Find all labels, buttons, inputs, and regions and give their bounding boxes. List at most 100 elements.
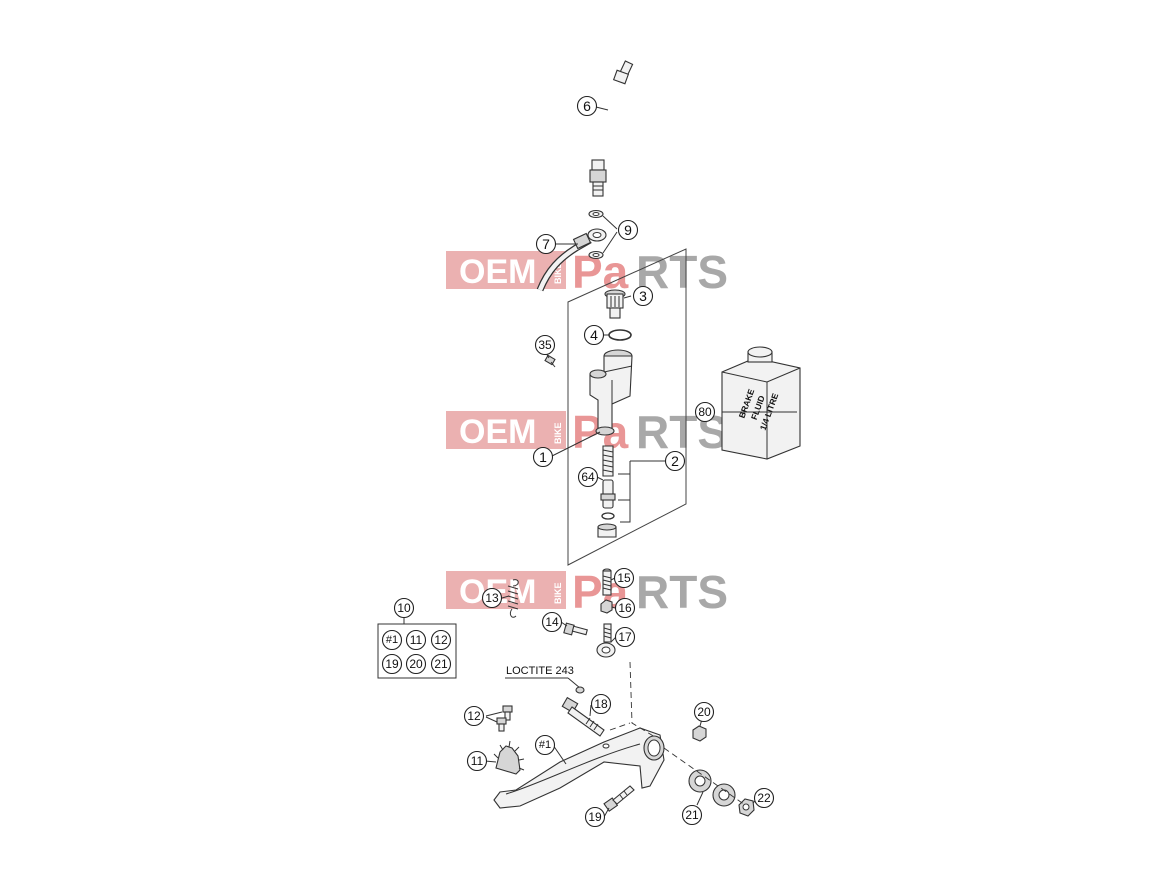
callout-14: 14 [541,611,563,633]
washer-pair [588,209,618,260]
svg-text:64: 64 [581,470,595,484]
callout-7: 7 [535,233,557,255]
callout-20: 20 [693,701,715,723]
brake-fluid-bottle: BRAKE FLUID 1/4 LITRE [721,346,801,460]
reservoir-connector [604,289,626,319]
kit-item-12: 12 [430,629,452,651]
watermark-bike-text: BIKE [553,582,563,604]
callout-21: 21 [681,804,703,826]
callout-3: 3 [632,285,654,307]
kit-item-19: 19 [381,653,403,675]
lock-nut [600,599,613,614]
callout-9: 9 [617,219,639,241]
kit-item-h1: #1 [381,629,403,651]
callout-22: 22 [753,787,775,809]
brake-pedal-lever [493,727,665,809]
lower-bolt [603,785,635,812]
watermark-oem-text: OEM [459,253,536,291]
watermark-bike-text: BIKE [553,422,563,444]
watermark-top: OEM BIKE Pa RTS [446,246,728,298]
kit-item-11: 11 [405,629,427,651]
watermark-rts-text: RTS [636,246,728,298]
svg-text:16: 16 [618,601,632,615]
svg-text:20: 20 [409,657,423,671]
svg-text:80: 80 [698,405,712,419]
svg-text:11: 11 [410,633,423,647]
callout-12: 12 [463,705,485,727]
pedal-nut [692,725,707,742]
watermark-bike-text: BIKE [553,262,563,284]
pedal-bearing [688,769,736,807]
watermark-middle: OEM BIKE Pa RTS [446,406,728,458]
assembly-line-right [629,661,656,738]
return-spring [507,579,519,618]
callout-16: 16 [614,597,636,619]
svg-text:7: 7 [542,236,550,252]
callout-80: 80 [694,401,716,423]
svg-text:20: 20 [697,705,711,719]
svg-text:1: 1 [539,449,547,465]
assembly-line-bearing [663,747,746,806]
callout-15: 15 [613,567,635,589]
svg-text:#1: #1 [539,739,551,751]
callout-10: 10 [393,597,415,619]
watermark-oem-text: OEM [459,413,536,451]
brake-hose [536,228,607,292]
pedal-cap-nut [738,798,755,817]
svg-text:10: 10 [397,601,411,615]
loctite-text: LOCTITE 243 [506,665,574,677]
svg-text:18: 18 [594,697,608,711]
master-cylinder-group-frame [567,248,687,566]
svg-text:15: 15 [617,571,631,585]
svg-text:9: 9 [624,222,632,238]
callout-4: 4 [583,324,605,346]
small-bolts [485,705,513,732]
svg-text:12: 12 [467,709,481,723]
piston-seal [601,512,615,520]
leader-lines [484,106,797,818]
assembly-line-pivot [609,722,631,731]
svg-text:14: 14 [545,615,559,629]
callout-19: 19 [584,806,606,828]
loctite-label: LOCTITE 243 [505,665,581,689]
callout-64: 64 [577,466,599,488]
svg-text:22: 22 [757,791,771,805]
callout-6: 6 [576,95,598,117]
callout-18: 18 [590,693,612,715]
watermark-rts-text: RTS [636,566,728,618]
clevis-bolt [563,622,588,636]
callout-17: 17 [614,626,636,648]
svg-text:19: 19 [588,810,602,824]
callout-h1: #1 [534,734,556,756]
kit-item-21: 21 [430,653,452,675]
svg-text:11: 11 [471,754,484,768]
brake-switch-cable [589,60,634,197]
clevis [596,623,616,658]
foot-step [493,740,525,775]
svg-text:2: 2 [671,453,679,469]
master-cylinder-body [589,349,633,436]
svg-text:19: 19 [385,657,399,671]
svg-text:12: 12 [434,633,448,647]
piston-kit [597,445,631,538]
pivot-bolt [561,686,605,737]
svg-text:6: 6 [583,98,591,114]
svg-text:17: 17 [618,630,632,644]
callout-2: 2 [664,450,686,472]
svg-text:21: 21 [434,657,448,671]
o-ring [608,329,632,341]
svg-text:4: 4 [590,327,598,343]
callout-11: 11 [466,750,488,772]
svg-text:35: 35 [538,338,552,352]
svg-text:21: 21 [685,808,699,822]
callout-1: 1 [532,446,554,468]
svg-text:13: 13 [485,591,499,605]
callout-35: 35 [534,334,556,356]
kit-item-20: 20 [405,653,427,675]
svg-text:3: 3 [639,288,647,304]
callout-13: 13 [481,587,503,609]
small-screw [544,354,556,368]
push-rod [602,568,612,596]
svg-text:#1: #1 [386,634,398,646]
